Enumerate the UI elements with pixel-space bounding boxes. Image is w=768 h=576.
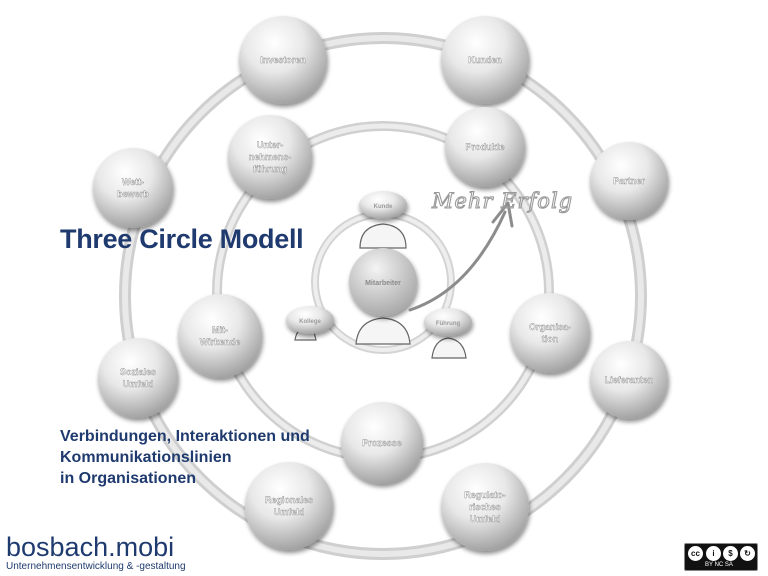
- node-label: nehmens-: [249, 152, 292, 162]
- node-9: Lieferanten: [590, 341, 668, 419]
- node-0: Investoren: [239, 16, 327, 104]
- node-3: Produkte: [445, 107, 525, 187]
- node-label: Wirkende: [200, 337, 240, 347]
- subtitle-line-3: in Organisationen: [60, 470, 197, 487]
- node-label: Regionales: [265, 495, 313, 505]
- subtitle-line-1: Verbindungen, Interaktionen und: [60, 428, 310, 445]
- inner-bubble-right: [424, 308, 472, 336]
- node-label: Prozesse: [362, 438, 402, 448]
- node-bubble: [441, 16, 529, 104]
- outer-ring-edge: [122, 35, 644, 557]
- node-bubble: [590, 142, 668, 220]
- node-label: Produkte: [465, 142, 504, 152]
- brand-name: bosbach.mobi: [6, 532, 175, 562]
- node-label: Regulato-: [464, 490, 506, 500]
- node-label: führung: [253, 164, 287, 174]
- brand-tagline: Unternehmensentwicklung & -gestaltung: [6, 561, 186, 572]
- node-label: Wett-: [122, 177, 144, 187]
- node-7: Organisa-tion: [510, 293, 590, 373]
- node-label: Umfeld: [274, 507, 305, 517]
- node-bubble: [239, 16, 327, 104]
- node-label: Investoren: [260, 55, 306, 65]
- inner-bubble-top-label: Kunde: [374, 204, 393, 210]
- node-bubble: [228, 115, 312, 199]
- node-4: Wett-bewerb: [93, 148, 173, 228]
- node-label: Soziales: [120, 367, 156, 377]
- sa-icon: ↻: [740, 546, 755, 561]
- node-label: Kunden: [468, 55, 502, 65]
- node-label: tion: [542, 334, 559, 344]
- node-label: risches: [469, 502, 501, 512]
- by-icon: i: [706, 546, 721, 561]
- node-5: Partner: [590, 142, 668, 220]
- node-bubble: [510, 293, 590, 373]
- node-6: Mit- Wirkende: [178, 294, 262, 378]
- person-icon-right: [431, 337, 467, 359]
- person-icon-top: [359, 223, 407, 249]
- nc-icon: $: [723, 546, 738, 561]
- subtitle-line-2: Kommunikationslinien: [60, 449, 232, 466]
- node-bubble: [445, 107, 525, 187]
- node-label: Lieferanten: [605, 375, 654, 385]
- handwritten-label: Mehr Erfolg: [431, 189, 573, 213]
- growth-arrow: [408, 210, 507, 312]
- brand-logo: bosbach.mobi Unternehmensentwicklung & -…: [6, 532, 186, 573]
- node-2: Unter-nehmens-führung: [228, 115, 312, 199]
- diagram-title: Three Circle Modell: [60, 224, 304, 254]
- node-label: Umfeld: [470, 514, 501, 524]
- center-node: [349, 248, 417, 316]
- person-icon-center: [355, 317, 411, 345]
- node-bubble: [341, 402, 423, 484]
- node-bubble: [245, 462, 333, 550]
- node-label: Mit-: [212, 325, 228, 335]
- diagram-subtitle: Verbindungen, Interaktionen und Kommunik…: [60, 426, 310, 489]
- node-bubble: [178, 294, 262, 378]
- node-1: Kunden: [441, 16, 529, 104]
- inner-bubble-right-label: Führung: [436, 321, 461, 327]
- cc-icon: cc: [688, 546, 703, 561]
- inner-bubble-left: [286, 306, 334, 334]
- node-label: bewerb: [117, 189, 149, 199]
- node-bubble: [98, 338, 178, 418]
- inner-bubble-left-label: Kollege: [299, 319, 321, 325]
- node-label: Unter-: [257, 140, 284, 150]
- node-label: Organisa-: [529, 322, 571, 332]
- node-bubble: [441, 463, 529, 551]
- inner-bubble-top: [359, 191, 407, 219]
- growth-arrowhead: [491, 201, 514, 228]
- license-badge: cc i $ ↻ BY NC SA: [684, 543, 758, 571]
- node-10: Prozesse: [341, 402, 423, 484]
- center-node-label: Mitarbeiter: [365, 280, 401, 287]
- node-bubble: [93, 148, 173, 228]
- node-label: Umfeld: [123, 379, 154, 389]
- license-label: BY NC SA: [705, 562, 733, 568]
- node-label: Partner: [613, 176, 645, 186]
- node-bubble: [590, 341, 668, 419]
